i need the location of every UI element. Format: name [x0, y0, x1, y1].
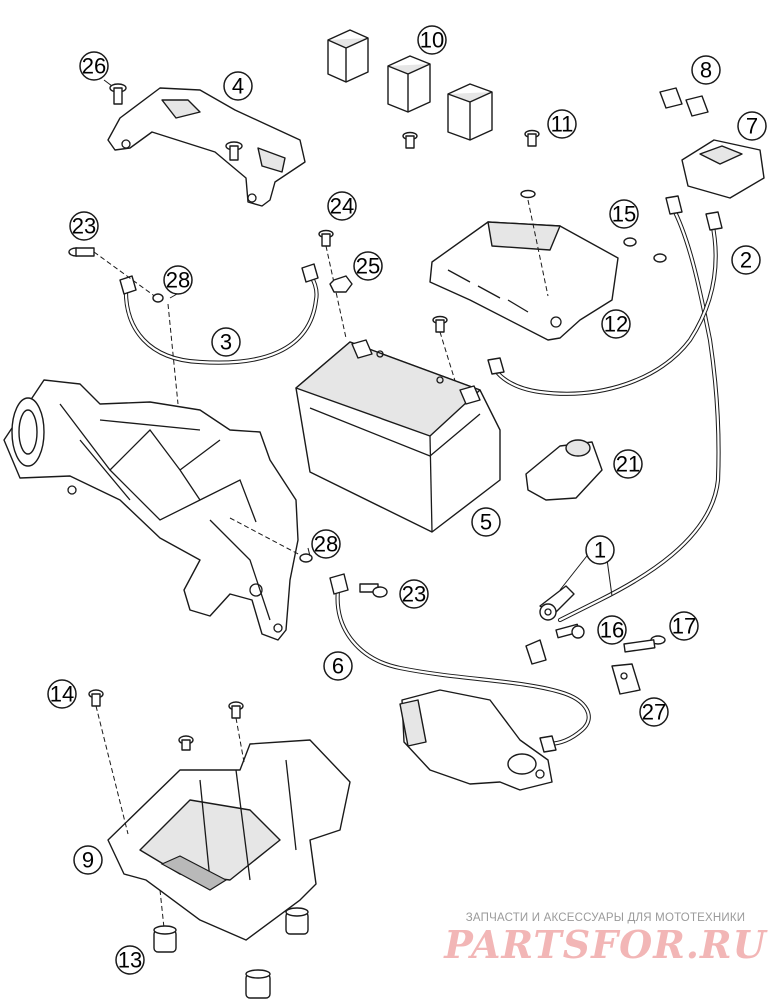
bolt-part-26	[109, 83, 127, 105]
callout-label: 10	[420, 28, 444, 53]
callout-15: 15	[609, 199, 639, 229]
callout-label: 25	[356, 254, 380, 279]
callout-23-top: 23	[69, 211, 99, 241]
bolt-part-23b	[359, 583, 388, 598]
battery-box-part-9	[107, 739, 351, 941]
starter-relay-part-7	[681, 139, 765, 199]
callout-7: 7	[737, 111, 767, 141]
callout-16: 16	[597, 615, 627, 645]
callout-12: 12	[601, 309, 631, 339]
battery-tray-part-12	[429, 189, 619, 341]
callout-21: 21	[613, 449, 643, 479]
callout-2: 2	[731, 245, 761, 275]
screw-part-24	[318, 229, 347, 339]
callout-label: 17	[672, 614, 696, 639]
callout-label: 9	[82, 848, 94, 873]
bolt-part-4-screw	[225, 141, 243, 161]
callout-4: 4	[223, 71, 253, 101]
callout-10: 10	[417, 25, 447, 55]
callout-label: 5	[480, 510, 492, 535]
callout-label: 3	[220, 330, 232, 355]
callout-11: 11	[547, 109, 577, 139]
callout-6: 6	[323, 651, 353, 681]
battery-part-5	[295, 339, 501, 533]
bracket-part-4	[107, 87, 306, 207]
callout-3: 3	[211, 327, 241, 357]
terminal-part-27	[611, 663, 641, 695]
callout-label: 26	[82, 54, 106, 79]
callout-label: 7	[746, 114, 758, 139]
cable-part-6	[329, 573, 591, 753]
terminal-cover-part-21	[525, 439, 603, 501]
starter-motor	[399, 689, 553, 791]
callout-27: 27	[639, 697, 669, 727]
callout-9: 9	[73, 845, 103, 875]
callout-label: 27	[642, 700, 666, 725]
callout-17: 17	[669, 611, 699, 641]
callout-label: 21	[616, 452, 640, 477]
rubber-bumper-part-13	[153, 889, 309, 999]
callout-26: 26	[79, 51, 109, 81]
callout-25: 25	[353, 251, 383, 281]
callout-label: 28	[166, 268, 190, 293]
callout-1: 1	[585, 535, 615, 565]
cable-part-1	[539, 585, 575, 621]
callout-label: 15	[612, 202, 636, 227]
bolt-part-23a	[68, 247, 161, 301]
callout-label: 12	[604, 312, 628, 337]
callout-14: 14	[47, 679, 77, 709]
callout-label: 4	[232, 74, 244, 99]
callout-label: 14	[50, 682, 74, 707]
callout-28-bottom: 28	[311, 529, 341, 559]
bolt-part-16	[525, 623, 585, 665]
callout-label: 16	[600, 618, 624, 643]
screw-battery-right	[432, 315, 457, 385]
washer-part-28b	[229, 517, 313, 563]
callout-label: 28	[314, 532, 338, 557]
screw-part-17	[623, 635, 666, 653]
callout-label: 23	[402, 582, 426, 607]
washer-part-28a	[152, 293, 179, 405]
callout-8: 8	[691, 55, 721, 85]
callout-label: 2	[740, 248, 752, 273]
callout-label: 8	[700, 58, 712, 83]
fuses-part-8	[659, 87, 709, 117]
nut-part-25	[329, 275, 353, 293]
callout-label: 11	[551, 112, 574, 137]
callout-label: 24	[330, 194, 354, 219]
cable-part-2	[487, 195, 723, 623]
callout-13: 13	[115, 945, 145, 975]
callout-label: 1	[594, 538, 606, 563]
callout-23-bottom: 23	[399, 579, 429, 609]
frame	[3, 379, 299, 641]
callout-5: 5	[471, 507, 501, 537]
callout-label: 13	[118, 948, 142, 973]
screw-part-11	[402, 129, 540, 149]
watermark-tagline: ЗАПЧАСТИ И АКСЕССУАРЫ ДЛЯ МОТОТЕХНИКИ	[465, 912, 746, 924]
callout-28-top: 28	[163, 265, 193, 295]
relays-part-10	[327, 29, 493, 141]
screw-part-14	[88, 689, 245, 835]
callout-24: 24	[327, 191, 357, 221]
watermark-logo: PARTSFOR.RU	[444, 922, 767, 967]
callout-label: 6	[332, 654, 344, 679]
screw-part-15	[623, 237, 667, 263]
callout-label: 23	[72, 214, 96, 239]
